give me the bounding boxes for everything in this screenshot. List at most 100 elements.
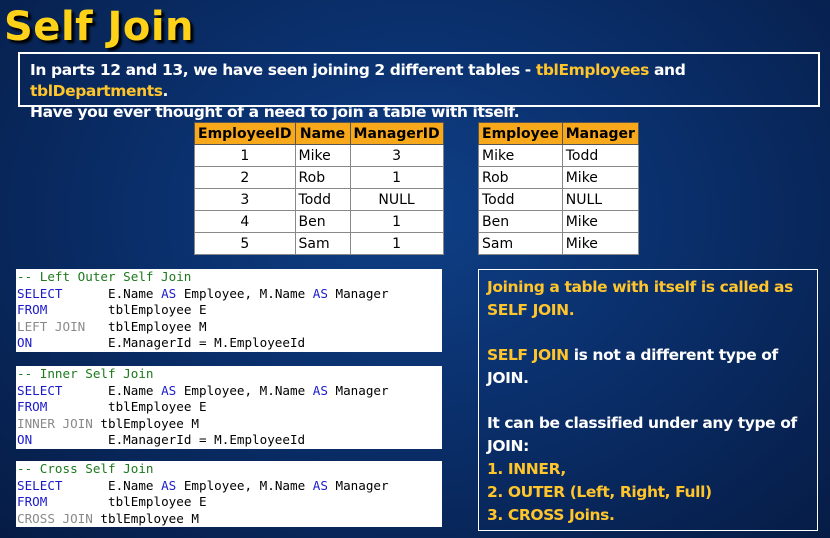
code-text: E.ManagerId = M.EmployeeId bbox=[108, 335, 306, 350]
table-cell: 3 bbox=[194, 188, 296, 211]
intro-box: In parts 12 and 13, we have seen joining… bbox=[18, 52, 820, 121]
page-title: Self Join bbox=[4, 4, 195, 50]
table-cell: NULL bbox=[561, 188, 639, 211]
keyword-join: INNER JOIN bbox=[17, 415, 93, 431]
keyword-as: AS bbox=[161, 285, 177, 301]
code-text: Manager bbox=[327, 477, 389, 493]
code-text: Employee, M.Name bbox=[176, 285, 313, 301]
keyword-as: AS bbox=[312, 382, 328, 398]
intro-text-3: . bbox=[162, 82, 169, 100]
cross-self-join-code: -- Cross Self Join SELECT E.Name AS Empl… bbox=[16, 461, 442, 527]
keyword-as: AS bbox=[312, 285, 328, 301]
keyword-as: AS bbox=[161, 477, 177, 493]
code-comment: -- Left Outer Self Join bbox=[17, 269, 192, 284]
keyword-as: AS bbox=[312, 477, 328, 493]
note-not-different: SELF JOIN is not a different type of JOI… bbox=[487, 344, 809, 390]
note-rest: is not a different type of JOIN. bbox=[487, 346, 778, 387]
keyword-select: SELECT bbox=[17, 285, 63, 301]
code-text: tblEmployee E bbox=[108, 494, 207, 509]
inner-self-join-code: -- Inner Self Join SELECT E.Name AS Empl… bbox=[16, 366, 442, 449]
code-text: tblEmployee M bbox=[108, 318, 207, 334]
col-employeeid: EmployeeID bbox=[194, 122, 296, 145]
table-cell: Mike bbox=[561, 210, 639, 233]
table-cell: Mike bbox=[561, 166, 639, 189]
keyword-from: FROM bbox=[17, 302, 48, 317]
table-cell: 3 bbox=[349, 144, 444, 167]
table-cell: Ben bbox=[478, 210, 563, 233]
self-join-note: Joining a table with itself is called as… bbox=[478, 269, 818, 531]
keyword-from: FROM bbox=[17, 494, 48, 509]
table-cell: 1 bbox=[349, 166, 444, 189]
code-text: Manager bbox=[327, 285, 389, 301]
intro-table1: tblEmployees bbox=[535, 61, 650, 79]
table-cell: 1 bbox=[349, 232, 444, 255]
table-cell: Rob bbox=[478, 166, 563, 189]
keyword-as: AS bbox=[161, 382, 177, 398]
code-comment: -- Cross Self Join bbox=[17, 461, 154, 476]
col-name: Name bbox=[294, 122, 351, 145]
table-cell: 5 bbox=[194, 232, 296, 255]
table-cell: Sam bbox=[478, 232, 563, 255]
col-employee: Employee bbox=[478, 122, 563, 145]
keyword-select: SELECT bbox=[17, 477, 63, 493]
left-self-join-code: -- Left Outer Self Join SELECT E.Name AS… bbox=[16, 269, 442, 352]
result-table-header: Employee Manager bbox=[478, 122, 639, 145]
note-classify-text: It can be classified under any type of J… bbox=[487, 414, 797, 455]
table-cell: Todd bbox=[478, 188, 563, 211]
keyword-join: CROSS JOIN bbox=[17, 510, 93, 526]
code-text: Employee, M.Name bbox=[176, 382, 313, 398]
code-text: E.Name bbox=[108, 477, 162, 493]
table-cell: 2 bbox=[194, 166, 296, 189]
table-cell: Sam bbox=[294, 232, 351, 255]
keyword-select: SELECT bbox=[17, 382, 63, 398]
keyword-on: ON bbox=[17, 335, 33, 350]
table-cell: Mike bbox=[294, 144, 351, 167]
intro-text-1: In parts 12 and 13, we have seen joining… bbox=[30, 61, 536, 79]
note-item-outer: 2. OUTER (Left, Right, Full) bbox=[487, 483, 712, 501]
keyword-join: LEFT JOIN bbox=[17, 318, 86, 334]
code-text: Manager bbox=[327, 382, 389, 398]
table-cell: Mike bbox=[478, 144, 563, 167]
table-cell: 1 bbox=[194, 144, 296, 167]
note-item-inner: 1. INNER, bbox=[487, 460, 566, 478]
table-cell: NULL bbox=[349, 188, 444, 211]
intro-text-2: and bbox=[649, 61, 686, 79]
keyword-from: FROM bbox=[17, 399, 48, 414]
note-term: SELF JOIN bbox=[487, 346, 569, 364]
keyword-on: ON bbox=[17, 432, 33, 447]
code-text: E.Name bbox=[108, 382, 162, 398]
note-item-cross: 3. CROSS Joins. bbox=[487, 506, 615, 524]
code-text: tblEmployee M bbox=[100, 415, 199, 431]
table-cell: Todd bbox=[294, 188, 351, 211]
table-cell: Ben bbox=[294, 210, 351, 233]
note-classification: It can be classified under any type of J… bbox=[487, 412, 809, 527]
table-cell: 4 bbox=[194, 210, 296, 233]
code-text: tblEmployee M bbox=[100, 510, 199, 526]
col-managerid: ManagerID bbox=[349, 122, 444, 145]
code-text: E.ManagerId = M.EmployeeId bbox=[108, 432, 306, 447]
employee-table-header: EmployeeID Name ManagerID bbox=[194, 122, 444, 145]
code-text: E.Name bbox=[108, 285, 162, 301]
code-text: tblEmployee E bbox=[108, 302, 207, 317]
table-cell: Mike bbox=[561, 232, 639, 255]
code-text: tblEmployee E bbox=[108, 399, 207, 414]
intro-table2: tblDepartments bbox=[30, 82, 163, 100]
intro-line-2: Have you ever thought of a need to join … bbox=[30, 103, 520, 121]
code-text: Employee, M.Name bbox=[176, 477, 313, 493]
table-cell: 1 bbox=[349, 210, 444, 233]
col-manager: Manager bbox=[561, 122, 639, 145]
note-definition: Joining a table with itself is called as… bbox=[487, 278, 793, 319]
code-comment: -- Inner Self Join bbox=[17, 366, 154, 381]
